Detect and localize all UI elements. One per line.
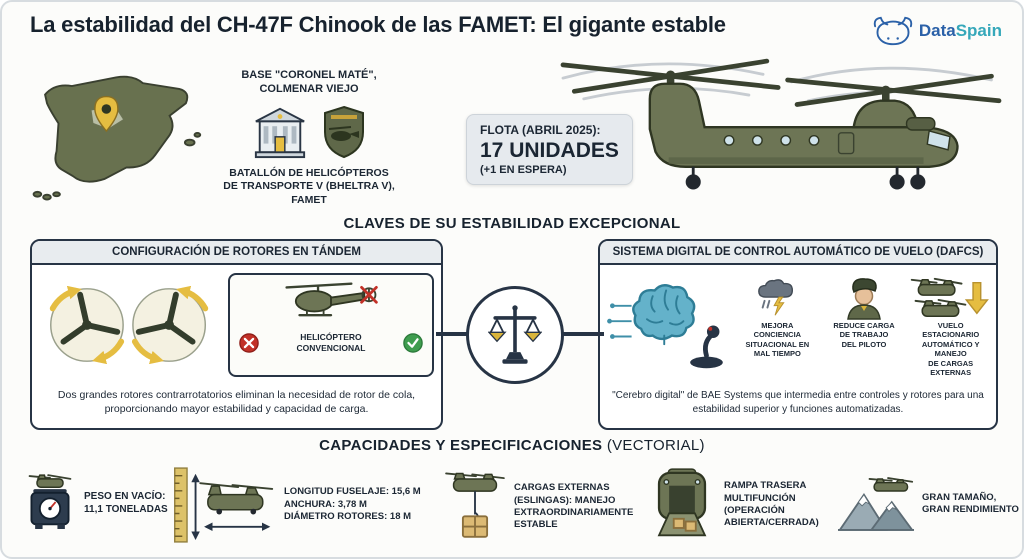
- benefit-hover-label: VUELO ESTACIONARIO AUTOMÁTICO Y MANEJO D…: [921, 321, 980, 377]
- spec-rear-ramp-label: RAMPA TRASERA MULTIFUNCIÓN (OPERACIÓN AB…: [724, 480, 819, 529]
- spec-external-loads-label: CARGAS EXTERNAS (ESLINGAS): MANEJO EXTRA…: [514, 482, 634, 531]
- tandem-panel-body: HELICÓPTERO CONVENCIONAL Dos grandes rot…: [32, 265, 441, 422]
- tandem-description: Dos grandes rotores contrarrotatorios el…: [57, 388, 416, 415]
- tandem-rotor-diagram: [40, 273, 218, 382]
- spain-map: [24, 58, 206, 211]
- spec-empty-weight-label: PESO EN VACÍO: 11,1 TONELADAS: [84, 491, 168, 515]
- pilot-icon: [823, 275, 906, 321]
- tandem-rotors-panel: CONFIGURACIÓN DE ROTORES EN TÁNDEM: [30, 239, 443, 430]
- location-pin-icon: [94, 95, 119, 133]
- conventional-helicopter-icon: [285, 282, 378, 317]
- helicopter-mountains-icon: [838, 477, 914, 531]
- specs-section-heading: CAPACIDADES Y ESPECIFICACIONES (VECTORIA…: [2, 437, 1022, 454]
- balance-scale-badge: [466, 286, 564, 384]
- logo-data-text: Data: [918, 21, 956, 40]
- fleet-label: FLOTA (ABRIL 2025):: [480, 123, 601, 137]
- spec-external-loads: CARGAS EXTERNAS (ESLINGAS): MANEJO EXTRA…: [444, 466, 633, 548]
- battalion-shield-patch-icon: [324, 105, 364, 158]
- spec-rear-ramp: RAMPA TRASERA MULTIFUNCIÓN (OPERACIÓN AB…: [648, 466, 819, 544]
- conventional-verdict-row: HELICÓPTERO CONVENCIONAL: [230, 330, 432, 353]
- base-info: BASE "CORONEL MATÉ", COLMENAR VIEJO: [206, 68, 412, 208]
- dataspain-bull-icon: [873, 16, 913, 46]
- brain-joystick-icon: [607, 284, 723, 369]
- digital-brain-diagram: [606, 277, 734, 378]
- dataspain-logo: DataSpain: [872, 15, 1002, 47]
- military-base-building-icon: [254, 107, 306, 158]
- spec-size-performance-label: GRAN TAMAÑO, GRAN RENDIMIENTO: [922, 491, 1019, 515]
- benefit-weather-label: MEJORA CONCIENCIA SITUACIONAL EN MAL TIE…: [745, 321, 810, 359]
- page-title: La estabilidad del CH-47F Chinook de las…: [30, 12, 726, 37]
- fleet-badge: FLOTA (ABRIL 2025): 17 UNIDADES (+1 EN E…: [466, 114, 633, 185]
- benefit-weather: MEJORA CONCIENCIA SITUACIONAL EN MAL TIE…: [736, 275, 819, 377]
- spec-empty-weight: PESO EN VACÍO: 11,1 TONELADAS: [24, 470, 168, 536]
- down-arrow-icon: [964, 281, 989, 315]
- dafcs-panel-body: MEJORA CONCIENCIA SITUACIONAL EN MAL TIE…: [600, 265, 996, 422]
- base-icons: [206, 104, 412, 160]
- sling-load-icon: [445, 472, 505, 538]
- logo-wordmark: DataSpain: [919, 21, 1002, 41]
- weighing-scale-icon: [28, 474, 72, 529]
- dafcs-description: "Cerebro digital" de BAE Systems que int…: [612, 390, 984, 415]
- ruler-dimensions-icon: [174, 467, 274, 543]
- specs-heading-suffix: (VECTORIAL): [606, 437, 705, 454]
- dafcs-panel: SISTEMA DIGITAL DE CONTROL AUTOMÁTICO DE…: [598, 239, 998, 430]
- green-check-icon: [403, 332, 423, 353]
- conventional-helicopter-box: HELICÓPTERO CONVENCIONAL: [228, 273, 434, 377]
- stability-section-heading: CLAVES DE SU ESTABILIDAD EXCEPCIONAL: [343, 215, 681, 232]
- spec-dimensions: LONGITUD FUSELAJE: 15,6 M ANCHURA: 3,78 …: [170, 464, 421, 546]
- fleet-extra: (+1 EN ESPERA): [480, 164, 567, 176]
- benefit-pilot-label: REDUCE CARGA DE TRABAJO DEL PILOTO: [833, 321, 895, 349]
- dafcs-benefits: MEJORA CONCIENCIA SITUACIONAL EN MAL TIE…: [736, 275, 992, 377]
- fleet-count: 17 UNIDADES: [480, 139, 619, 162]
- rear-ramp-icon: [657, 468, 707, 537]
- counter-rotating-rotors-icon: [49, 285, 209, 365]
- benefit-pilot: REDUCE CARGA DE TRABAJO DEL PILOTO: [823, 275, 906, 377]
- storm-cloud-icon: [736, 275, 819, 321]
- specs-heading-main: CAPACIDADES Y ESPECIFICACIONES: [319, 437, 603, 454]
- balance-scale-icon: [488, 305, 542, 364]
- red-x-icon: [239, 332, 259, 353]
- dafcs-panel-title: SISTEMA DIGITAL DE CONTROL AUTOMÁTICO DE…: [600, 241, 996, 265]
- battalion-label: BATALLÓN DE HELICÓPTEROS DE TRANSPORTE V…: [223, 166, 395, 206]
- chinook-illustration: [542, 46, 1020, 219]
- tandem-panel-title: CONFIGURACIÓN DE ROTORES EN TÁNDEM: [32, 241, 441, 265]
- conventional-helicopter-label: HELICÓPTERO CONVENCIONAL: [296, 332, 366, 353]
- hover-helicopters-icon: [909, 275, 992, 321]
- spec-size-performance: GRAN TAMAÑO, GRAN RENDIMIENTO: [838, 474, 1019, 534]
- spec-dimensions-label: LONGITUD FUSELAJE: 15,6 M ANCHURA: 3,78 …: [284, 486, 421, 523]
- chinook-side-view-icon: [560, 58, 1002, 190]
- benefit-hover: VUELO ESTACIONARIO AUTOMÁTICO Y MANEJO D…: [909, 275, 992, 377]
- base-title: BASE "CORONEL MATÉ", COLMENAR VIEJO: [241, 69, 377, 96]
- spain-map-icon: [32, 75, 202, 201]
- logo-spain-text: Spain: [955, 21, 1002, 40]
